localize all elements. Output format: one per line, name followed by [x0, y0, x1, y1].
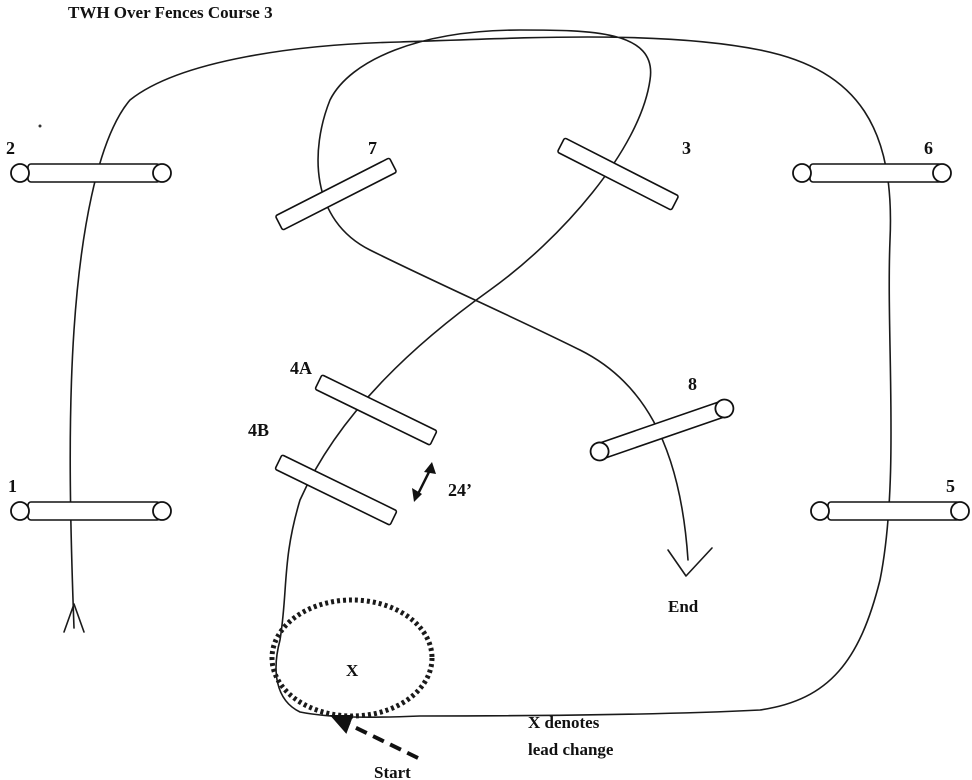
jump-1-label: 1	[8, 476, 17, 496]
legend-line-1: X denotes	[528, 713, 600, 732]
lead-change-circle	[269, 597, 435, 719]
start-arrow-line	[343, 720, 419, 760]
speck-mark	[38, 124, 42, 128]
jump-5	[810, 501, 970, 521]
jump-6-label: 6	[924, 138, 933, 158]
legend-line-2: lead change	[528, 740, 614, 759]
jump-4a	[314, 374, 438, 446]
jump-2	[10, 163, 172, 183]
jump-7	[275, 157, 397, 231]
jump-4b	[274, 454, 398, 526]
jump-6	[792, 163, 952, 183]
distance-label: 24’	[448, 480, 472, 500]
jump-1	[10, 501, 172, 521]
jump-5-label: 5	[946, 476, 955, 496]
jump-4a-label: 4A	[290, 358, 312, 378]
jump-8-label: 8	[688, 374, 697, 394]
end-arrow	[667, 547, 713, 577]
course-title: TWH Over Fences Course 3	[68, 3, 273, 22]
end-label: End	[668, 597, 699, 616]
jump-7-label: 7	[368, 138, 377, 158]
course-path	[69, 29, 892, 718]
path-direction-arrow	[63, 603, 85, 633]
start-arrowhead	[329, 715, 354, 734]
jump-4b-label: 4B	[248, 420, 269, 440]
lead-change-marker: X	[346, 661, 359, 680]
jump-8	[589, 398, 735, 462]
jump-3	[557, 137, 679, 211]
jump-3-label: 3	[682, 138, 691, 158]
start-label: Start	[374, 763, 411, 780]
jump-2-label: 2	[6, 138, 15, 158]
distance-arrow	[412, 462, 436, 502]
